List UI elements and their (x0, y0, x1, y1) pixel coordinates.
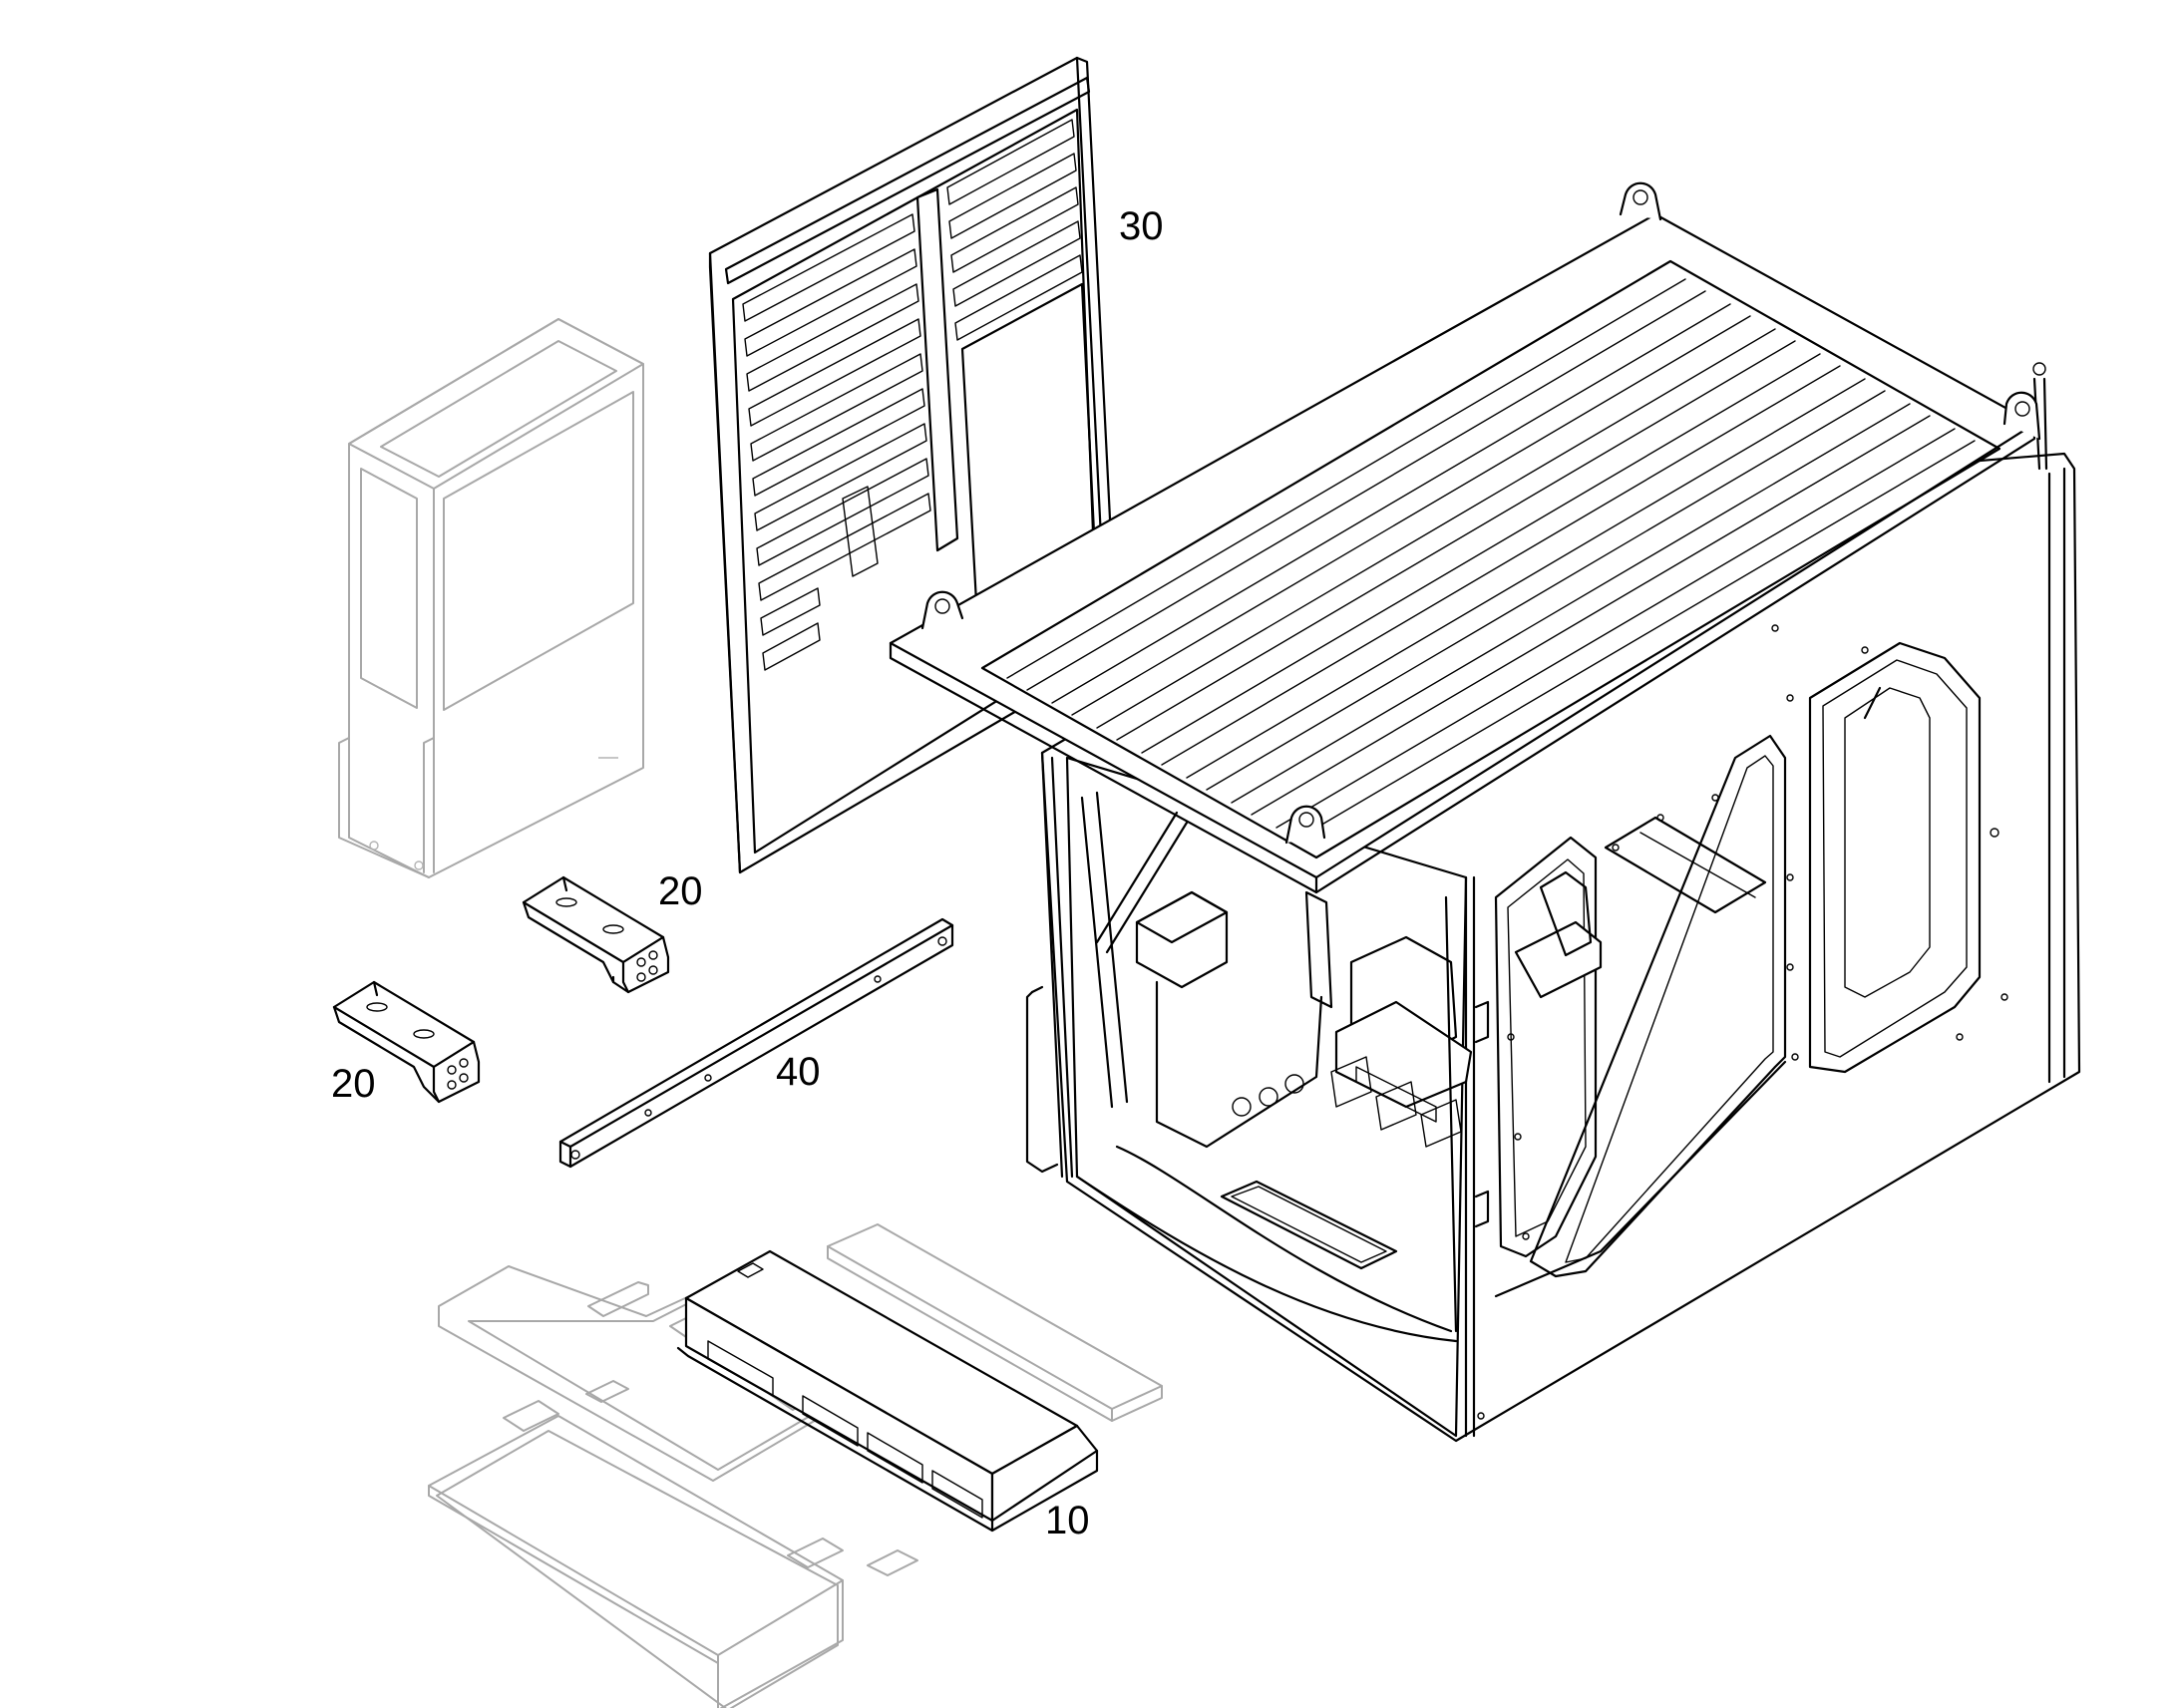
interior-console (1135, 890, 1462, 1149)
louvres-left (742, 213, 931, 671)
callout-40: 40 (776, 1050, 821, 1094)
flat-bar-part-40: 40 (558, 917, 954, 1169)
ghost-floor-panels (428, 1223, 1163, 1708)
bracket-lower-part-20: 20 (331, 980, 481, 1106)
callout-20-upper: 20 (658, 869, 703, 913)
callout-20-lower: 20 (331, 1062, 376, 1106)
rivet-dots (1477, 624, 2008, 1420)
callout-10: 10 (1045, 1499, 1090, 1542)
lifting-eyes (920, 181, 2041, 845)
bracket-upper-part-20: 20 (522, 869, 703, 994)
callout-30: 30 (1119, 204, 1164, 248)
floor-duct-part-10: 10 (676, 1249, 1099, 1542)
roof-slats (1006, 278, 1976, 841)
ghost-console-cabinet (338, 318, 644, 878)
roof-guard-grid (889, 181, 2041, 1009)
